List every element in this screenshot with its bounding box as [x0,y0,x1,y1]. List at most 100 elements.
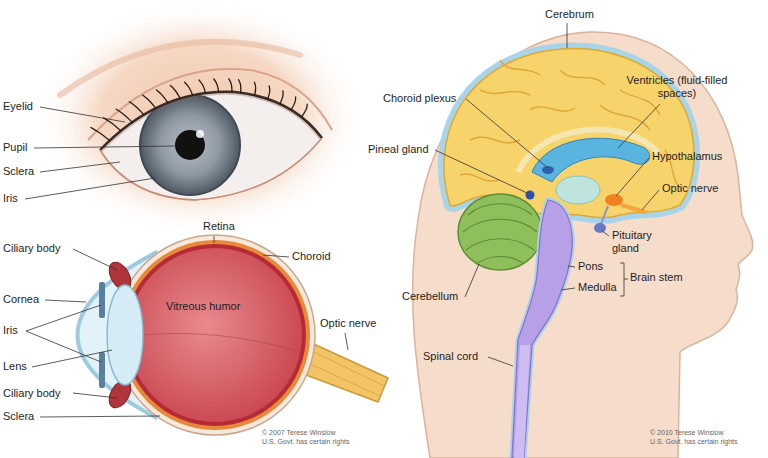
part-label: Pineal gland [368,143,429,156]
eyelash [291,97,295,110]
eyelash [254,82,255,95]
part-label: Ciliary body [3,242,60,255]
eyelash [185,82,193,95]
lens-shape [107,285,143,385]
copyright-note: U.S. Govt. has certain rights [262,438,350,446]
pituitary-stalk [601,206,608,224]
leader-line [345,333,348,350]
iris-band [99,352,105,388]
part-label: Pituitary gland [612,229,670,255]
part-label: Sclera [3,410,34,423]
eyelash [214,79,219,92]
head-section [413,32,753,458]
part-label: Iris [3,192,18,205]
leader-line [73,249,117,270]
head-outline [413,32,753,458]
sclera-layer [115,235,315,435]
sclera-white [100,92,322,200]
eyelashes [91,79,307,141]
vitreous-body [128,248,302,422]
part-label: Spinal cord [423,350,478,363]
eyelash [302,104,308,117]
leader-line [40,107,125,122]
leader-line [435,150,527,193]
cerebellum-shape [458,194,542,270]
eyelash [129,102,143,115]
leader-line [25,178,155,199]
eyelash [239,80,241,93]
lid-shadow [100,92,322,150]
leader-line [567,23,568,48]
part-label: Pupil [3,141,27,154]
brainstem-sheath [512,200,572,458]
pituitary-shape [594,223,606,233]
folia [463,204,537,264]
cerebrum-shape [444,49,694,218]
part-label: Optic nerve [662,182,718,195]
brow-shade [60,42,300,95]
spinal-cord-shape [514,345,530,458]
eyelash [156,90,167,103]
thalamus-shape [556,176,600,204]
part-label: Medulla [578,281,617,294]
leader-line [618,104,660,148]
leader-line [642,190,659,210]
leader-line [466,99,548,168]
choroid-layer [120,240,310,430]
eye-section [78,235,389,435]
leader-line [488,357,513,366]
leader-line [568,266,575,267]
leader-line [32,350,112,367]
part-label: Optic nerve [320,317,376,330]
leader-lines [25,23,660,417]
meninges [444,49,694,218]
leader-line [40,416,160,417]
copyright-note: © 2007 Terese Winslow [262,429,336,437]
retina-layer [124,244,306,426]
optic-nerve-brain [622,205,645,212]
leader-line [263,255,289,257]
brainstem-shape [512,200,572,458]
leader-line [26,331,101,362]
part-label: Eyelid [3,100,33,113]
eyelash [199,80,206,93]
leader-line [45,300,86,302]
part-label: Cerebrum [545,8,594,21]
eyelash [170,85,180,98]
part-label: Ventricles (fluid-filled spaces) [618,74,736,100]
part-label: Choroid [292,250,331,263]
leader-line [561,288,575,290]
part-label: Vitreous humor [166,300,240,313]
highlight [196,130,204,138]
eyelash [229,79,232,92]
copyright-note: © 2010 Terese Winslow [650,429,724,437]
copyright-note: U.S. Govt. has certain rights [650,438,738,446]
eye-exterior [35,0,365,236]
leader-line [616,158,649,196]
eyelash [143,95,156,108]
pupil-disc [175,130,205,160]
leader-line [40,162,120,172]
part-label: Iris [3,324,18,337]
leader-line [26,305,101,331]
iris-group [100,92,322,195]
section-line [143,333,300,352]
leader-line [602,231,609,236]
bracket [620,263,628,296]
plexus-shape [542,166,554,174]
leader-line [73,393,117,398]
nerve-fibres [306,350,384,396]
skin [35,0,365,236]
eyelash [280,91,283,104]
part-label: Hypothalamus [652,150,722,163]
part-label: Brain stem [630,271,683,284]
part-label: Lens [3,360,27,373]
leader-line [214,236,215,243]
part-label: Pons [578,260,603,273]
ventricle-shape [532,138,650,182]
eyelash [91,128,110,141]
part-label: Cerebellum [402,290,458,303]
